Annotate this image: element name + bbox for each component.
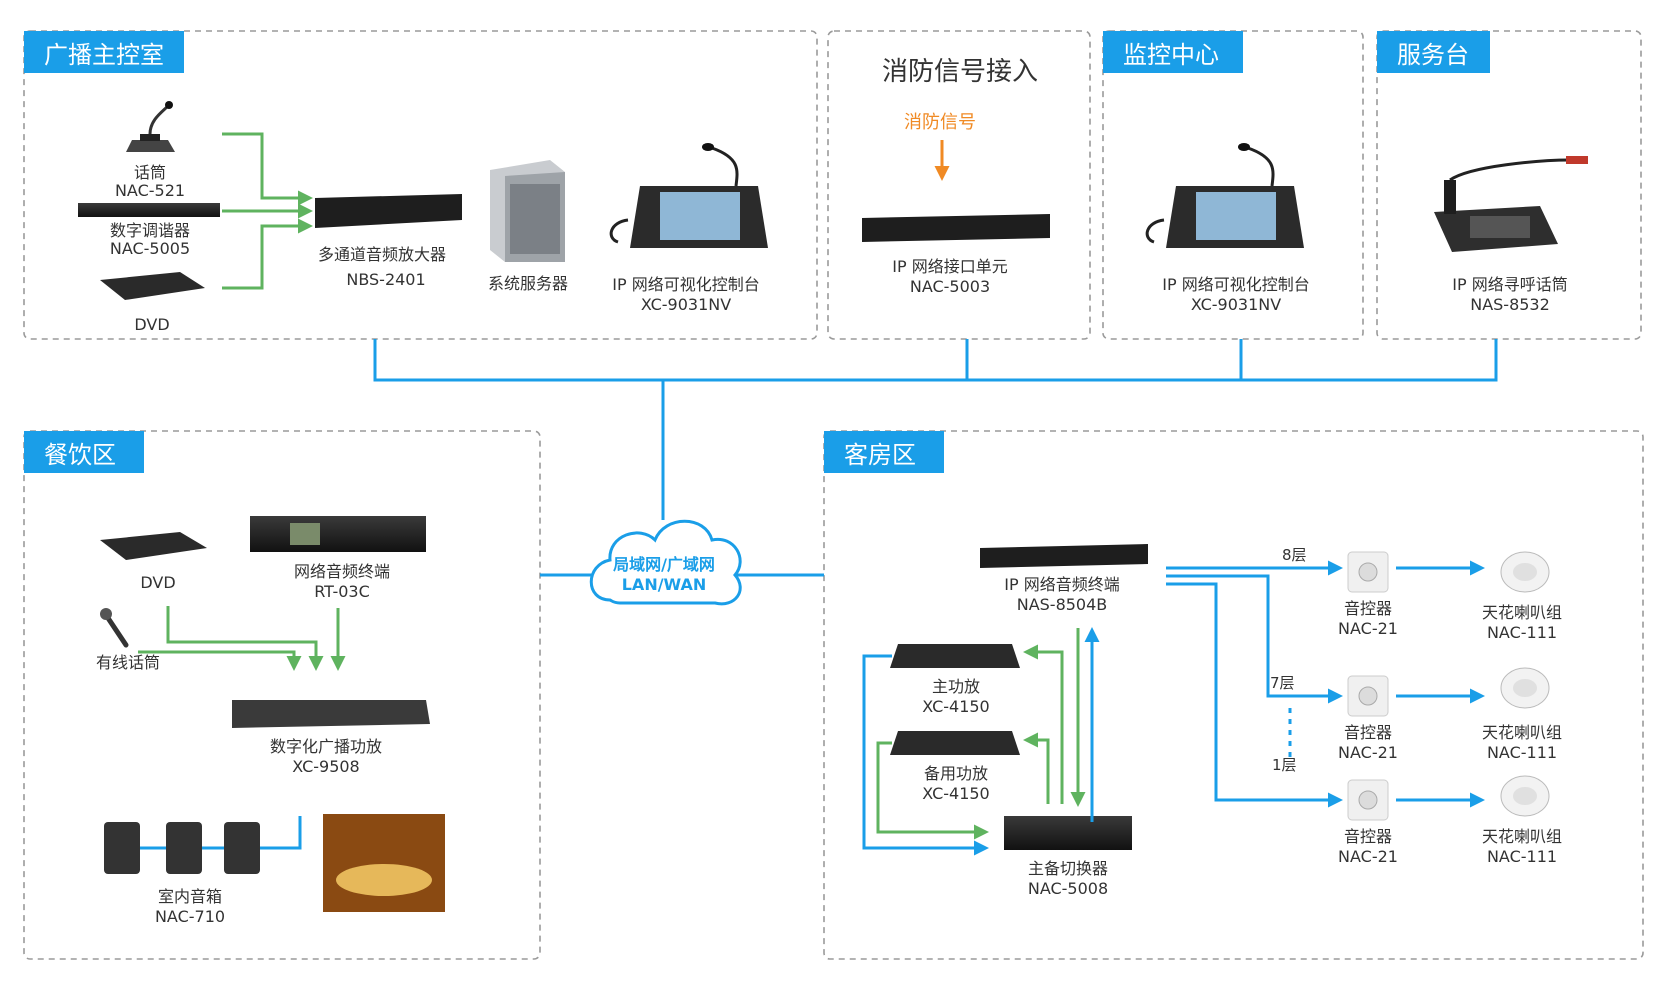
tuner-icon: [78, 203, 220, 217]
label-indoor-speaker-name: 室内音箱: [158, 887, 222, 906]
cloud-label-cn: 局域网/广域网: [613, 555, 715, 574]
label-tuner-name: 数字调谐器: [110, 221, 190, 240]
zone-box-dining: [23, 430, 541, 960]
label-terminal-dining-model: RT-03C: [314, 582, 370, 601]
wired-mic-icon: [100, 608, 129, 648]
label-paging-model: NAS-8532: [1470, 295, 1550, 314]
cloud-label-en: LAN/WAN: [622, 575, 707, 594]
zone-tag-bg: [24, 31, 184, 73]
desk-mic-icon: [126, 101, 175, 152]
ceiling-speaker-group: [1500, 551, 1550, 817]
lan-wan-cloud: 局域网/广域网 LAN/WAN: [589, 519, 742, 606]
zone-box-fire: [827, 30, 1091, 340]
restaurant-photo-light: [336, 864, 432, 896]
paging-mic-icon: [1434, 156, 1588, 252]
label-vol-ctrl-model: NAC-21: [1338, 847, 1398, 866]
speaker-box-icon: [166, 822, 202, 874]
control-room-inputs: [222, 132, 313, 290]
zone-box-control-room: [23, 30, 818, 340]
speaker-box-icon: [104, 822, 140, 874]
zone-title-fire: 消防信号接入: [882, 57, 1038, 87]
floor-label-8: 8层: [1282, 546, 1307, 564]
backup-amp-icon: [890, 731, 1020, 755]
label-console-monitor-name: IP 网络可视化控制台: [1162, 275, 1309, 294]
label-ceiling-spk-model: NAC-111: [1487, 743, 1557, 762]
label-interface-name: IP 网络接口单元: [892, 257, 1007, 276]
label-main-amp-name: 主功放: [932, 677, 980, 696]
label-terminal-dining-name: 网络音频终端: [294, 562, 390, 581]
network-backbone: [373, 339, 1498, 577]
indoor-speakers: [104, 816, 302, 874]
label-indoor-speaker-model: NAC-710: [155, 907, 225, 926]
zone-box-service: [1376, 30, 1642, 340]
restaurant-photo: [323, 814, 445, 912]
zone-tag-bg: [24, 431, 144, 473]
label-ceiling-spk-model: NAC-111: [1487, 623, 1557, 642]
label-vol-ctrl-model: NAC-21: [1338, 619, 1398, 638]
label-paging-name: IP 网络寻呼话筒: [1452, 275, 1567, 294]
label-ceiling-spk: 天花喇叭组: [1482, 827, 1562, 846]
vol-ctrl-group: [1347, 551, 1389, 821]
label-dvd-dining: DVD: [140, 573, 175, 592]
label-wired-mic: 有线话筒: [96, 653, 160, 672]
interface-unit-icon: [862, 214, 1050, 242]
zone-title-dining: 餐饮区: [44, 441, 116, 469]
label-server: 系统服务器: [488, 274, 568, 293]
dvd-dining-icon: [100, 532, 207, 560]
fire-signal-label: 消防信号: [904, 112, 976, 133]
label-console-main-model: XC-9031NV: [641, 295, 731, 314]
label-vol-ctrl-model: NAC-21: [1338, 743, 1398, 762]
dining-inputs: [138, 606, 346, 671]
label-terminal-guest-name: IP 网络音频终端: [1004, 575, 1119, 594]
label-switcher-name: 主备切换器: [1028, 859, 1108, 878]
zone-title-control-room: 广播主控室: [44, 41, 164, 69]
label-vol-ctrl: 音控器: [1344, 723, 1392, 742]
label-ceiling-spk: 天花喇叭组: [1482, 603, 1562, 622]
visual-console-icon: [1145, 143, 1304, 248]
floor-label-7: 7层: [1270, 674, 1295, 692]
speaker-box-icon: [224, 822, 260, 874]
terminal-dining-icon: [250, 516, 426, 552]
label-interface-model: NAC-5003: [910, 277, 990, 296]
label-terminal-guest-model: NAS-8504B: [1017, 595, 1108, 614]
zone-title-service: 服务台: [1397, 41, 1469, 69]
zone-title-monitor: 监控中心: [1123, 41, 1219, 69]
label-console-monitor-model: XC-9031NV: [1191, 295, 1281, 314]
terminal-display: [290, 523, 320, 545]
label-mic-name: 话筒: [134, 163, 166, 182]
digital-amp-icon: [232, 700, 430, 728]
zone-tag-bg: [1377, 31, 1490, 73]
label-digital-amp-name: 数字化广播功放: [270, 737, 382, 756]
label-mic-model: NAC-521: [115, 181, 185, 200]
label-vol-ctrl: 音控器: [1344, 599, 1392, 618]
label-tuner-model: NAC-5005: [110, 239, 190, 258]
label-digital-amp-model: XC-9508: [292, 757, 359, 776]
floor-label-1: 1层: [1272, 756, 1297, 774]
visual-console-icon: [609, 143, 768, 248]
multi-amp-icon: [315, 194, 462, 228]
switcher-icon: [1004, 816, 1132, 850]
label-amp-multi-model: NBS-2401: [346, 270, 425, 289]
label-console-main-name: IP 网络可视化控制台: [612, 275, 759, 294]
label-amp-multi-name: 多通道音频放大器: [318, 245, 446, 264]
label-switcher-model: NAC-5008: [1028, 879, 1108, 898]
floor-distribution: [1166, 560, 1485, 808]
label-main-amp-model: XC-4150: [922, 697, 989, 716]
dvd-main-icon: [100, 272, 205, 300]
label-ceiling-spk-model: NAC-111: [1487, 847, 1557, 866]
terminal-guest-icon: [980, 544, 1148, 568]
zone-tag-bg: [1103, 31, 1243, 73]
label-backup-amp-name: 备用功放: [924, 764, 988, 783]
label-ceiling-spk: 天花喇叭组: [1482, 723, 1562, 742]
label-backup-amp-model: XC-4150: [922, 784, 989, 803]
label-dvd-main: DVD: [134, 315, 169, 334]
main-amp-icon: [890, 644, 1020, 668]
zone-tag-bg: [824, 431, 944, 473]
label-vol-ctrl: 音控器: [1344, 827, 1392, 846]
zone-title-guest: 客房区: [844, 441, 916, 469]
switch-wiring: [862, 627, 1100, 856]
server-icon: [490, 160, 565, 262]
